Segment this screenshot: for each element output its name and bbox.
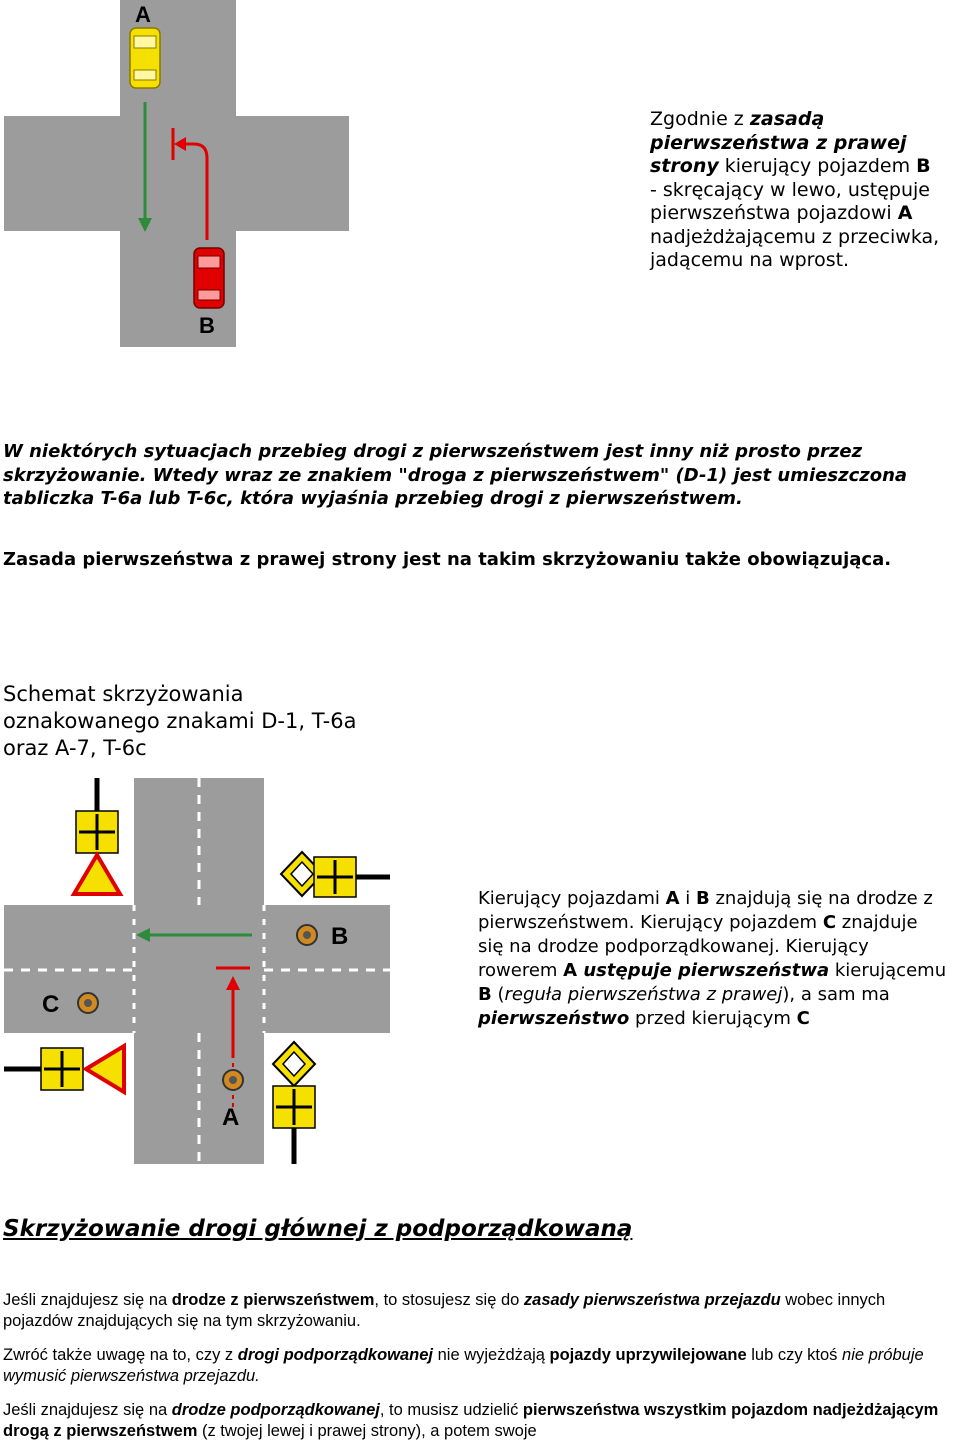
bike-c [77, 992, 99, 1014]
text: nie wyjeżdżają [433, 1346, 550, 1364]
paragraph-main-road: Jeśli znajdujesz się na drodze z pierwsz… [3, 1290, 953, 1332]
text-emphasis: zasadą pierwszeństwa z prawej strony [650, 108, 907, 177]
schema-title: Schemat skrzyżowania oznakowanego znakam… [3, 681, 523, 762]
sign-d1-bottom-right [271, 1040, 317, 1164]
text: (z twojej lewej i prawej strony), a pote… [197, 1422, 537, 1440]
rule-paragraph: Zgodnie z zasadą pierwszeństwa z prawej … [650, 108, 940, 273]
arrow-up [216, 966, 250, 1108]
text: Jeśli znajdujesz się na [3, 1401, 172, 1419]
text-bold: drodze z pierwszeństwem [171, 1291, 375, 1309]
text-emphasis: drogi podporządkowanej [237, 1346, 434, 1364]
text-bold: A [897, 202, 913, 224]
text: znajduje się na drodze podporządkowanej.… [478, 912, 918, 981]
bike-a [222, 1069, 244, 1091]
text: Jeśli znajdujesz się na [3, 1291, 172, 1309]
text-emphasis: zasady pierwszeństwa przejazdu [523, 1291, 781, 1309]
text: Zwróć także uwagę na to, czy z [3, 1346, 238, 1364]
text-bold: A [563, 960, 578, 981]
text-italic: reguła pierwszeństwa z prawej [504, 984, 783, 1005]
figure2-explanation: Kierujący pojazdami A i B znajdują się n… [478, 887, 948, 1031]
text: nadjeżdżającemu z przeciwka, jadącemu na… [650, 225, 940, 272]
arrow-left-turn [171, 128, 209, 240]
schema-title-line: oraz A-7, T-6c [3, 736, 147, 760]
text-bold: B [696, 888, 710, 909]
schema-title-line: Schemat skrzyżowania [3, 682, 244, 706]
arrow-straight [138, 102, 152, 232]
fig2-label-a: A [222, 1104, 239, 1131]
text: kierującemu [829, 960, 947, 981]
intersection-figure-2: B C A [4, 778, 390, 1164]
text-bold: C [796, 1008, 810, 1029]
section-heading: Skrzyżowanie drogi głównej z podporządko… [3, 1216, 633, 1242]
text: Kierujący pojazdami [478, 888, 666, 909]
schema-title-line: oznakowanego znakami D-1, T-6a [3, 709, 357, 733]
sign-a7-bottom-left [4, 1042, 126, 1096]
sign-d1-top-right [279, 850, 390, 898]
text: lub czy ktoś [746, 1346, 843, 1364]
text-emphasis: pierwszeństwo [478, 1008, 630, 1029]
text: - skręcający w lewo, ustępuje pierwszeńs… [650, 178, 930, 225]
text: ( [491, 984, 505, 1005]
car-a [129, 27, 161, 89]
intersection-figure-1: A B [4, 0, 349, 347]
text: znajdują się na drodze z pierwszeństwem.… [478, 888, 933, 933]
sign-a7-top-left [70, 778, 124, 896]
rule-note-paragraph: Zasada pierwszeństwa z prawej strony jes… [3, 549, 892, 570]
fig2-label-b: B [331, 923, 348, 950]
text: i [679, 888, 697, 909]
text-bold: pojazdy uprzywilejowane [549, 1346, 747, 1364]
paragraph-minor-road: Jeśli znajdujesz się na drodze podporząd… [3, 1400, 953, 1442]
label-a: A [135, 2, 151, 27]
road-horizontal [4, 905, 390, 1033]
text: , to musisz udzielić [379, 1401, 523, 1419]
text: ), a sam ma [782, 984, 890, 1005]
text: przed kierującym [629, 1008, 797, 1029]
car-b [193, 247, 225, 309]
label-b: B [199, 313, 215, 338]
arrow-left [136, 928, 252, 942]
road-horizontal [4, 116, 349, 231]
text-bold: B [478, 984, 492, 1005]
text-emphasis: drodze podporządkowanej [171, 1401, 380, 1419]
bike-b [296, 924, 318, 946]
text-bold: A [665, 888, 680, 909]
text-bold: C [822, 912, 837, 933]
text: Zgodnie z [650, 108, 750, 130]
text-italic: nie próbuje wymusić pierwszeństwa przeja… [3, 1346, 924, 1385]
text-bold: pierwszeństwa wszystkim pojazdom nadjeżd… [3, 1401, 939, 1440]
fig2-label-c: C [42, 991, 59, 1018]
text-bold: B [916, 155, 931, 177]
paragraph-attention: Zwróć także uwagę na to, czy z drogi pod… [3, 1345, 953, 1387]
text: , to stosujesz się do [374, 1291, 524, 1309]
text: wobec innych pojazdów znajdujących się n… [3, 1291, 886, 1330]
situation-paragraph: W niektórych sytuacjach przebieg drogi z… [3, 441, 908, 509]
text-emphasis: ustępuje pierwszeństwa [577, 960, 830, 981]
text: kierujący pojazdem [718, 155, 917, 177]
